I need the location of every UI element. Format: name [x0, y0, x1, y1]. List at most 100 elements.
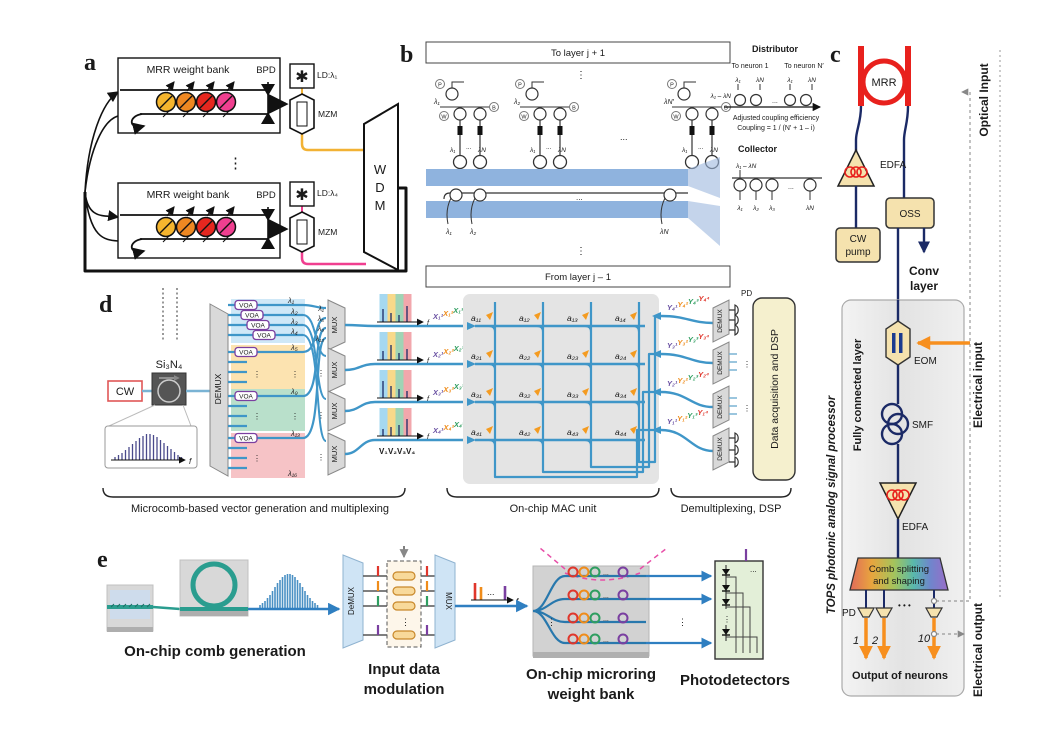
- y33: Y₃³: [688, 335, 699, 344]
- lam5: λ₅: [290, 343, 298, 352]
- p-tag-1: P: [438, 83, 442, 89]
- panel-b-dots-top: ⋮: [576, 70, 586, 81]
- bank-dots: ⋮: [547, 617, 556, 627]
- pair1-l1: λ₁: [449, 147, 455, 154]
- ring-dots-3: ...: [603, 616, 609, 623]
- to-neuron-N: To neuron N′: [784, 63, 824, 70]
- neuron3-lambda: λN′: [663, 99, 675, 106]
- x33: X₃³: [453, 382, 465, 391]
- x41: X₄¹: [432, 426, 444, 435]
- caption-comb-generation: On-chip comb generation: [124, 643, 306, 660]
- laser-star-2: ✱: [295, 187, 308, 204]
- dist-dots: ...: [772, 98, 778, 105]
- pair3-l1: λ₁: [681, 147, 687, 154]
- comb-spectrum: [259, 574, 319, 609]
- cw-pump-box: [835, 227, 881, 263]
- bus-waveguides: ... λ₁ λ₂ λN: [426, 157, 720, 246]
- a43: a₄₃: [567, 427, 579, 437]
- comb-generation-section: On-chip comb generation: [106, 559, 341, 660]
- a32: a₃₂: [519, 389, 531, 399]
- comb-splitting-shape: [849, 557, 949, 591]
- caption-weight-bank-2: weight bank: [547, 686, 635, 703]
- mux1-in1: λ₁: [317, 306, 324, 313]
- bank2-title: MRR weight bank: [147, 189, 231, 201]
- y24: Y₂⁴: [698, 370, 709, 379]
- demux-shape: [209, 303, 229, 477]
- x32: X₃²: [442, 385, 454, 394]
- svg-text:Y₄¹Y₄²Y₄³Y₄⁴: Y₄¹Y₄²Y₄³Y₄⁴: [667, 294, 710, 312]
- w-tag-3: W: [673, 115, 679, 121]
- y21: Y₂¹: [667, 379, 678, 388]
- eom-label: EOM: [914, 356, 937, 367]
- neuron-dots-h: ...: [620, 132, 628, 142]
- voa-2: VOA: [245, 313, 259, 320]
- spec-dots: ...: [487, 587, 495, 597]
- y42: Y₄²: [678, 300, 689, 309]
- mux-section: λ₁ λ₅ λ₉ λ₁₃ ⋮ ⋮ ⋮ MUX MUX MUX MUX: [302, 299, 346, 476]
- voa-attenuators: VOA VOA VOA VOA VOA VOA VOA: [234, 299, 276, 444]
- laser-mzm-2: ✱ LD:λ₄ MZM: [289, 181, 366, 266]
- dist-note-2: Coupling = 1 / (N′ + 1 – i): [737, 125, 815, 132]
- caption-demultiplexing: Demultiplexing, DSP: [681, 503, 782, 515]
- modulated-comb-spectrum: ... f: [455, 583, 529, 613]
- cw-label: CW: [116, 386, 135, 398]
- a12: a₁₂: [519, 313, 530, 323]
- dist-lNa: λN: [755, 77, 764, 84]
- pd-label: PD: [842, 608, 856, 619]
- pd-funnels: [856, 607, 944, 618]
- neuron-out-2: 2: [871, 635, 878, 647]
- mrr-weight-bank-1: MRR weight bank BPD: [117, 57, 289, 135]
- collector-range: λ₁ – λN: [735, 163, 757, 170]
- spec-f: f: [516, 597, 519, 606]
- dist-l1b: λ₁: [786, 77, 792, 84]
- photodetector-box: [714, 560, 764, 660]
- mrr-rings-1: [155, 81, 237, 118]
- panel-c: c MRR EDFA CW pump OSS Conv layer Optica…: [826, 42, 1001, 697]
- lam4: λ₄: [290, 327, 298, 336]
- cw-pump-line1: CW: [850, 234, 867, 245]
- a42: a₄₂: [519, 427, 531, 437]
- pair3-dots: ...: [698, 144, 704, 151]
- panel-d-label: d: [99, 292, 113, 318]
- distributor-title: Distributor: [752, 44, 798, 54]
- panel-b-label: b: [400, 42, 413, 68]
- x12: X₁²: [442, 309, 454, 318]
- y31: Y₃¹: [667, 341, 678, 350]
- a44: a₄₄: [615, 427, 627, 437]
- smf-label: SMF: [912, 420, 933, 431]
- neuron-out-1: 1: [853, 635, 859, 647]
- b-tag-2: B: [572, 106, 576, 112]
- fc-layer-chain: EOM SMF EDFA Comb splitting and shaping …: [842, 300, 970, 682]
- panel-a: a ⋮ MRR weight bank BPD: [83, 50, 408, 273]
- mux1-in2: λ₅: [317, 316, 324, 323]
- dist-lNb: λN: [807, 77, 816, 84]
- bus-lambda-1: λ₁: [445, 229, 452, 236]
- pd-box-dots: ...: [750, 565, 757, 574]
- coll-l1: λ₁: [736, 205, 742, 212]
- pd-col-dots: ⋮: [723, 615, 731, 624]
- a11: a₁₁: [471, 313, 481, 323]
- mrr-rings-2: [155, 206, 237, 243]
- mux3-label: MUX: [330, 403, 339, 420]
- comb-source: CW Si₃N₄ f: [104, 359, 211, 469]
- panel-d: d CW Si₃N₄ f DEMUX VOA VOA VOA VOA VOA: [99, 288, 796, 515]
- from-layer-label: From layer j – 1: [545, 272, 611, 283]
- opd-dots-2: ⋮: [743, 360, 751, 369]
- dist-range: λ₁ – λN: [710, 93, 732, 100]
- lam3: λ₃: [290, 317, 298, 326]
- mac-outputs: [652, 312, 714, 453]
- wdm-letter-w: W: [374, 162, 387, 177]
- panel-b-dots-bottom: ⋮: [576, 246, 586, 257]
- caption-vector-generation: Microcomb-based vector generation and mu…: [131, 503, 389, 515]
- mux1-in4: λ₁₃: [315, 336, 325, 343]
- neuron1-lambda: λ₁: [433, 99, 440, 106]
- photodetector-section: ... ⋮ Photodetectors: [680, 549, 790, 689]
- svg-text:Y₂¹Y₂²Y₂³Y₂⁴: Y₂¹Y₂²Y₂³Y₂⁴: [667, 370, 709, 388]
- ld1-label: LD:λ₁: [317, 70, 337, 80]
- p-tag-2: P: [518, 83, 522, 89]
- x42: X₄²: [443, 423, 455, 432]
- coll-l2: λ₂: [752, 205, 759, 212]
- mrr-pump-section: MRR EDFA CW pump OSS Conv layer: [835, 46, 939, 300]
- voa-13: VOA: [239, 436, 253, 443]
